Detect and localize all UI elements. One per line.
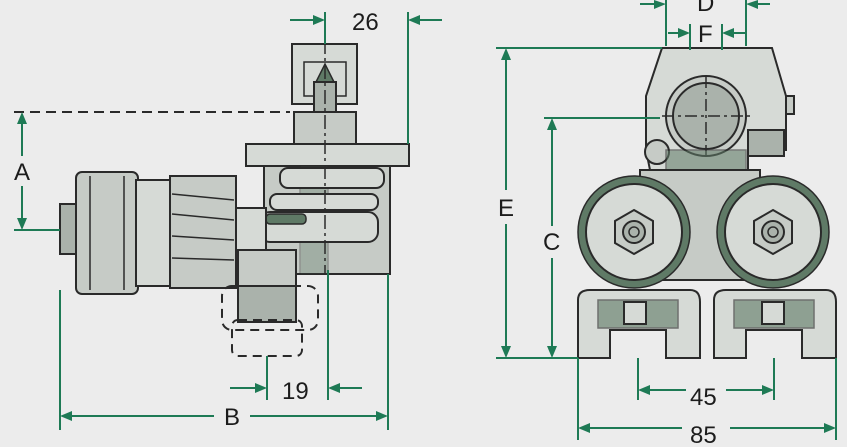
lower-nut bbox=[237, 285, 297, 323]
flange-plate bbox=[245, 143, 410, 167]
alt-position-nut bbox=[231, 319, 303, 357]
bracket-shade bbox=[265, 213, 307, 225]
dim-label-26: 26 bbox=[352, 9, 379, 36]
dim-label-d: D bbox=[697, 0, 714, 17]
spring-bracket-middle bbox=[269, 193, 379, 211]
side-view bbox=[59, 40, 410, 357]
dim-label-e: E bbox=[498, 195, 514, 222]
dim-label-45: 45 bbox=[690, 384, 717, 411]
alt-position-outline bbox=[221, 285, 319, 331]
dim-label-19: 19 bbox=[282, 378, 309, 405]
front-view-dimensions: D F E C 45 85 bbox=[496, 0, 837, 447]
trolley-left-block bbox=[623, 301, 647, 325]
gland-cap bbox=[75, 171, 139, 295]
spring-bracket-upper bbox=[279, 167, 385, 189]
gland-ribs bbox=[169, 175, 237, 289]
trolley-right-block bbox=[761, 301, 785, 325]
front-view bbox=[577, 47, 837, 359]
dim-label-c: C bbox=[543, 229, 560, 256]
side-view-dimensions: 26 A 19 B bbox=[14, 9, 442, 431]
housing-lug bbox=[747, 129, 785, 157]
dim-label-f: F bbox=[698, 21, 713, 48]
gland-collar bbox=[135, 179, 173, 287]
dim-label-85: 85 bbox=[690, 422, 717, 447]
housing-tab bbox=[785, 95, 795, 115]
dim-label-b: B bbox=[224, 404, 240, 431]
dim-label-a: A bbox=[14, 159, 30, 186]
housing-shade bbox=[665, 149, 747, 171]
